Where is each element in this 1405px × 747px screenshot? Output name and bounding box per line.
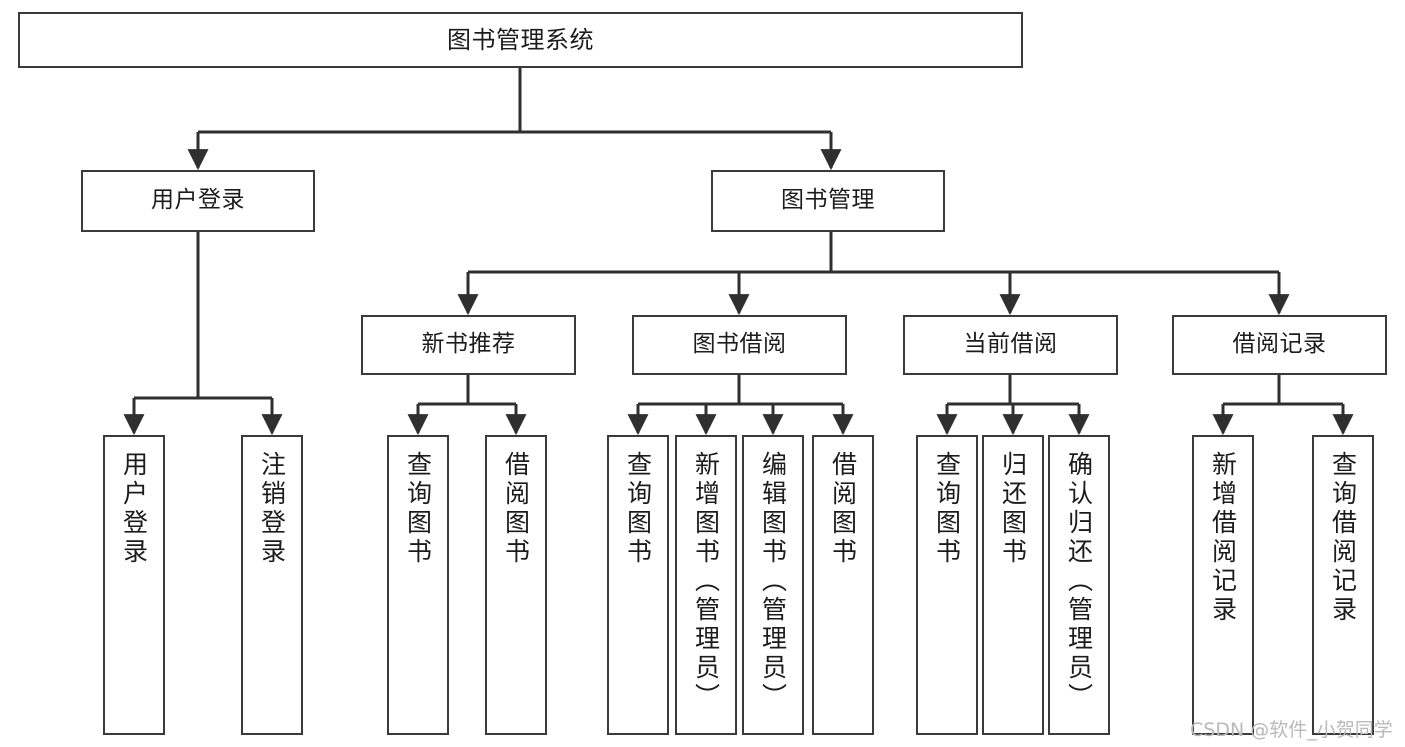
node-level3-current-borrow-label: 当前借阅 [963,331,1058,358]
node-level2-book-management-label: 图书管理 [781,187,875,214]
node-leaf-add-borrow-record[interactable]: 新增借阅记录 [1192,435,1254,735]
node-leaf-query-book-borrow[interactable]: 查询图书 [607,435,669,735]
node-level2-user-login[interactable]: 用户登录 [81,170,315,232]
node-level3-new-book-recommend-label: 新书推荐 [421,331,516,358]
node-leaf-borrow-book-label: 借阅图书 [828,451,858,567]
node-leaf-edit-book-admin[interactable]: 编辑图书（管理员） [742,435,804,735]
node-level3-book-borrow-label: 图书借阅 [692,331,787,358]
node-root-label: 图书管理系统 [447,25,594,54]
node-leaf-query-borrow-record-label: 查询借阅记录 [1328,451,1358,625]
node-leaf-logout[interactable]: 注销登录 [241,435,303,735]
node-leaf-borrow-book[interactable]: 借阅图书 [812,435,874,735]
node-level3-book-borrow[interactable]: 图书借阅 [632,315,847,375]
node-leaf-add-book-admin[interactable]: 新增图书（管理员） [675,435,737,735]
watermark: CSDN @软件_小贺同学 [1190,719,1393,741]
node-leaf-query-book-recommend-label: 查询图书 [403,451,433,567]
node-level2-user-login-label: 用户登录 [151,187,245,214]
node-level3-new-book-recommend[interactable]: 新书推荐 [361,315,576,375]
node-leaf-user-login-label: 用户登录 [119,451,149,567]
node-leaf-borrow-book-recommend[interactable]: 借阅图书 [485,435,547,735]
node-level3-borrow-record-label: 借阅记录 [1232,331,1327,358]
node-leaf-query-book-current-label: 查询图书 [932,451,962,567]
node-leaf-logout-label: 注销登录 [257,451,287,567]
node-leaf-add-borrow-record-label: 新增借阅记录 [1208,451,1238,625]
node-leaf-return-book-label: 归还图书 [998,451,1028,567]
node-leaf-query-book-current[interactable]: 查询图书 [916,435,978,735]
node-level2-book-management[interactable]: 图书管理 [711,170,945,232]
node-leaf-confirm-return-admin-label: 确认归还（管理员） [1064,451,1094,712]
node-level3-borrow-record[interactable]: 借阅记录 [1172,315,1387,375]
node-leaf-query-book-borrow-label: 查询图书 [623,451,653,567]
node-root[interactable]: 图书管理系统 [18,12,1023,68]
node-leaf-edit-book-admin-label: 编辑图书（管理员） [758,451,788,712]
node-leaf-user-login[interactable]: 用户登录 [103,435,165,735]
node-leaf-confirm-return-admin[interactable]: 确认归还（管理员） [1048,435,1110,735]
node-leaf-query-borrow-record[interactable]: 查询借阅记录 [1312,435,1374,735]
node-leaf-query-book-recommend[interactable]: 查询图书 [387,435,449,735]
node-leaf-add-book-admin-label: 新增图书（管理员） [691,451,721,712]
node-leaf-return-book[interactable]: 归还图书 [982,435,1044,735]
node-level3-current-borrow[interactable]: 当前借阅 [903,315,1118,375]
node-leaf-borrow-book-recommend-label: 借阅图书 [501,451,531,567]
